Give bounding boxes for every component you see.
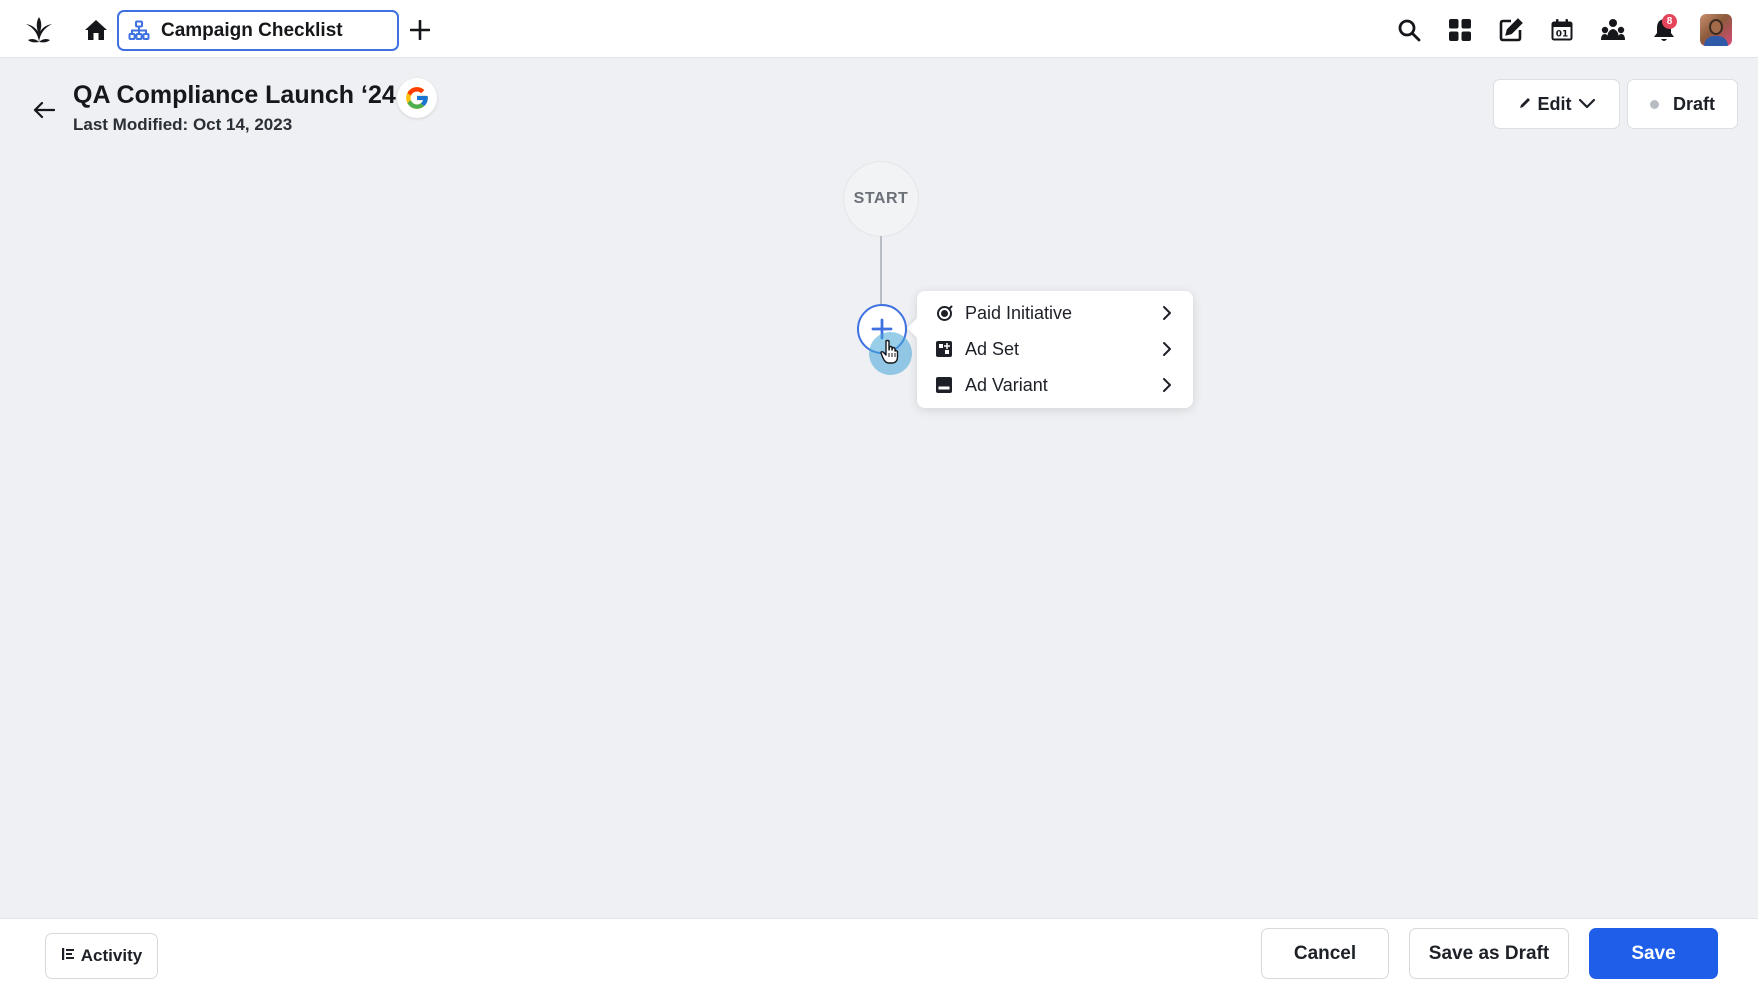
status-badge[interactable]: Draft bbox=[1627, 79, 1738, 129]
page-title: QA Compliance Launch ‘24 bbox=[73, 81, 396, 109]
avatar[interactable] bbox=[1700, 14, 1732, 46]
ad-variant-icon bbox=[935, 376, 953, 394]
hierarchy-icon bbox=[127, 19, 151, 43]
status-label: Draft bbox=[1672, 93, 1715, 114]
add-tab-plus-icon[interactable] bbox=[406, 16, 434, 44]
save-button[interactable]: Save bbox=[1589, 928, 1718, 979]
cancel-button[interactable]: Cancel bbox=[1261, 928, 1389, 979]
last-modified-date: Last Modified: Oct 14, 2023 bbox=[73, 115, 293, 134]
calendar-icon[interactable]: 01 bbox=[1547, 15, 1577, 45]
flow-connector-line bbox=[880, 236, 882, 304]
chevron-right-icon bbox=[1159, 377, 1175, 393]
chevron-right-icon bbox=[1159, 305, 1175, 321]
menu-item-ad-set[interactable]: Ad Set bbox=[917, 331, 1193, 367]
hand-cursor-icon bbox=[879, 339, 901, 365]
ad-set-icon bbox=[935, 340, 953, 358]
save-as-draft-button[interactable]: Save as Draft bbox=[1409, 928, 1569, 979]
search-icon[interactable] bbox=[1394, 15, 1424, 45]
tab-label: Campaign Checklist bbox=[161, 19, 343, 41]
chevron-right-icon bbox=[1159, 341, 1175, 357]
target-icon bbox=[935, 304, 953, 322]
notification-count-badge: 8 bbox=[1662, 14, 1677, 29]
activity-button[interactable]: Activity bbox=[45, 933, 158, 979]
list-icon bbox=[61, 946, 75, 966]
chevron-down-icon bbox=[1578, 94, 1596, 115]
add-step-menu: Paid Initiative Ad Set Ad Variant bbox=[917, 291, 1193, 408]
calendar-day: 01 bbox=[1556, 30, 1569, 40]
back-arrow-icon[interactable] bbox=[30, 96, 58, 124]
activity-label: Activity bbox=[80, 946, 143, 965]
apps-grid-icon[interactable] bbox=[1445, 15, 1475, 45]
tab-campaign-checklist[interactable]: Campaign Checklist bbox=[117, 10, 399, 51]
edit-label: Edit bbox=[1537, 93, 1572, 114]
home-icon[interactable] bbox=[80, 16, 112, 44]
status-dot bbox=[1649, 99, 1659, 109]
start-node: START bbox=[844, 162, 918, 236]
compose-icon[interactable] bbox=[1496, 15, 1526, 45]
logo-icon[interactable] bbox=[20, 14, 58, 46]
community-icon[interactable] bbox=[1598, 15, 1628, 45]
pencil-icon bbox=[1518, 94, 1532, 115]
menu-item-paid-initiative[interactable]: Paid Initiative bbox=[917, 295, 1193, 331]
top-navigation-bar: Campaign Checklist 01 bbox=[0, 0, 1758, 58]
google-icon bbox=[397, 78, 437, 118]
menu-item-ad-variant[interactable]: Ad Variant bbox=[917, 367, 1193, 403]
edit-dropdown-button[interactable]: Edit bbox=[1493, 79, 1620, 129]
